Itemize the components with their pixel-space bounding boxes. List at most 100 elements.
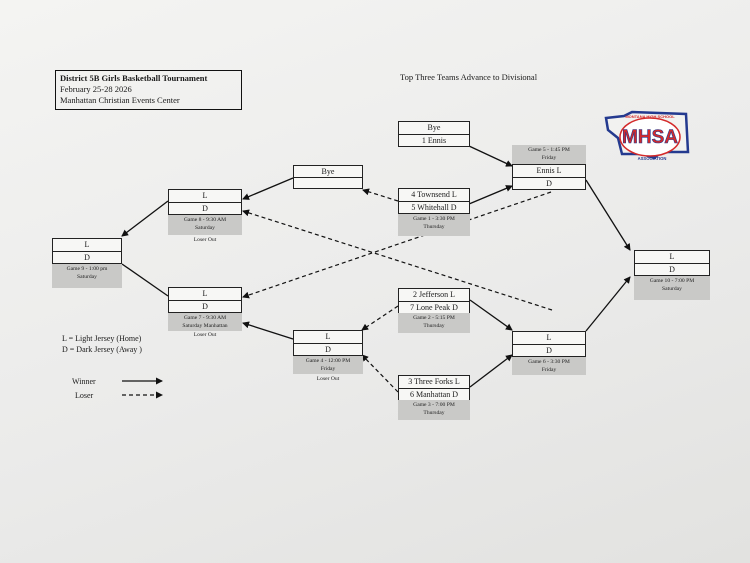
winner-line-game2-to-game6 xyxy=(469,299,513,331)
game1-info: Game 1 - 3:30 PM Thursday xyxy=(398,214,470,236)
legend-winner-label: Winner xyxy=(72,377,96,386)
game1-matchup: 4 Townsend L 5 Whitehall D xyxy=(398,188,470,214)
loser-line-game5-to-game7 xyxy=(242,191,552,299)
game4-matchup: L D xyxy=(293,330,363,356)
bye2-top-slot: Bye xyxy=(321,166,335,176)
winner-line-bye1-to-game5 xyxy=(468,145,513,167)
game4-time: Game 4 - 12:00 PM xyxy=(305,358,351,364)
game4-loser-out-note: Loser Out xyxy=(316,376,340,382)
montana-state-icon: MONTANA HIGH SCHOOL MHSA ASSOCIATION xyxy=(604,110,690,161)
game7-day: Saturday Manhattan xyxy=(182,323,228,329)
loser-line-game3-to-game4 xyxy=(361,354,399,393)
game9-day: Saturday xyxy=(77,274,97,280)
game7-time: Game 7 - 9:30 AM xyxy=(183,315,227,321)
game6-away-slot: D xyxy=(513,343,585,357)
game2-away-team: 7 Lone Peak D xyxy=(399,300,469,314)
legend-loser-label: Loser xyxy=(75,391,94,400)
bye2-matchup: Bye xyxy=(293,165,363,189)
winner-line-game4-to-game7 xyxy=(242,321,294,340)
game8-time: Game 8 - 9:30 AM xyxy=(183,217,227,223)
game9-info: Game 9 - 1:00 pm Saturday xyxy=(52,264,122,288)
tournament-title-box: District 5B Girls Basketball Tournament … xyxy=(55,70,242,110)
game2-home-team: 2 Jefferson L xyxy=(412,290,456,300)
game2-day: Thursday xyxy=(423,323,445,329)
game1-time: Game 1 - 3:30 PM xyxy=(413,216,455,222)
winner-line-game8-to-game9 xyxy=(121,200,169,237)
game6-day: Friday xyxy=(541,367,557,373)
game10-day: Saturday xyxy=(662,286,682,292)
game6-time: Game 6 - 3:30 PM xyxy=(528,359,570,365)
game7-home-slot: L xyxy=(202,289,208,299)
game4-home-slot: L xyxy=(325,332,331,342)
game8-away-slot: D xyxy=(169,201,241,215)
logo-arc-text-top: MONTANA HIGH SCHOOL xyxy=(625,114,675,119)
game3-time: Game 3 - 7:00 PM xyxy=(413,402,455,408)
winner-line-game1-to-game5 xyxy=(468,185,513,205)
loser-line-game2-to-game4 xyxy=(361,305,399,331)
game10-matchup: L D xyxy=(634,250,710,276)
game2-info: Game 2 - 5:15 PM Thursday xyxy=(398,313,470,333)
logo-arc-text-bottom: ASSOCIATION xyxy=(638,156,667,161)
tournament-title: District 5B Girls Basketball Tournament xyxy=(60,73,208,83)
game3-day: Thursday xyxy=(423,410,445,416)
game2-time: Game 2 - 5:15 PM xyxy=(413,315,455,321)
game7-matchup: L D xyxy=(168,287,242,313)
winner-line-bye2-to-game8 xyxy=(242,177,294,200)
tournament-dates: February 25-28 2026 xyxy=(60,84,132,94)
game7-loser-out-note: Loser Out xyxy=(193,332,217,338)
game10-away-slot: D xyxy=(635,262,709,276)
game1-away-team: 5 Whitehall D xyxy=(399,200,469,214)
bye1-matchup: Bye 1 Ennis xyxy=(398,121,470,147)
game8-info: Game 8 - 9:30 AM Saturday xyxy=(168,215,242,235)
game3-away-team: 6 Manhattan D xyxy=(399,387,469,401)
advance-note: Top Three Teams Advance to Divisional xyxy=(400,72,538,82)
game5-day: Friday xyxy=(541,155,557,161)
game8-home-slot: L xyxy=(202,191,208,201)
jersey-key: L = Light Jersey (Home) D = Dark Jersey … xyxy=(62,333,142,355)
winner-line-game5-to-game10 xyxy=(585,179,631,251)
game8-matchup: L D xyxy=(168,189,242,215)
game2-matchup: 2 Jefferson L 7 Lone Peak D xyxy=(398,288,470,314)
game6-home-slot: L xyxy=(546,333,552,343)
game4-info: Game 4 - 12:00 PM Friday xyxy=(293,356,363,374)
logo-wordmark: MHSA xyxy=(622,127,678,148)
mhsa-logo: MONTANA HIGH SCHOOL MHSA ASSOCIATION xyxy=(602,108,694,176)
game10-time: Game 10 - 7:00 PM xyxy=(649,278,695,284)
game5-home-team: Ennis L xyxy=(536,166,562,176)
loser-line-game1-to-bye2 xyxy=(362,188,399,202)
game5-matchup: Ennis L D xyxy=(512,164,586,190)
game5-away-slot: D xyxy=(513,176,585,190)
game8-loser-out-note: Loser Out xyxy=(193,237,217,243)
game1-home-team: 4 Townsend L xyxy=(411,190,457,200)
game3-matchup: 3 Three Forks L 6 Manhattan D xyxy=(398,375,470,401)
game4-away-slot: D xyxy=(294,342,362,356)
game9-away-slot: D xyxy=(53,250,121,264)
game5-time: Game 5 - 1:45 PM xyxy=(528,147,570,153)
winner-line-game3-to-game6 xyxy=(469,354,513,388)
bye1-bottom-slot: 1 Ennis xyxy=(399,133,469,147)
game9-home-slot: L xyxy=(84,240,90,250)
dark-jersey-key: D = Dark Jersey (Away ) xyxy=(62,345,142,354)
bye2-bottom-slot xyxy=(294,176,362,189)
game10-info: Game 10 - 7:00 PM Saturday xyxy=(634,276,710,300)
tournament-venue: Manhattan Christian Events Center xyxy=(60,95,180,105)
game8-day: Saturday xyxy=(195,225,215,231)
bye1-top-slot: Bye xyxy=(427,123,441,133)
game3-info: Game 3 - 7:00 PM Thursday xyxy=(398,400,470,420)
loser-line-game6-to-game8 xyxy=(242,209,553,311)
game5-info: Game 5 - 1:45 PM Friday xyxy=(512,145,586,164)
game9-matchup: L D xyxy=(52,238,122,264)
winner-line-game6-to-game10 xyxy=(585,276,631,332)
game7-away-slot: D xyxy=(169,299,241,313)
game6-matchup: L D xyxy=(512,331,586,357)
winner-line-game7-to-game9 xyxy=(121,263,169,297)
game10-home-slot: L xyxy=(669,252,675,262)
game4-day: Friday xyxy=(320,366,336,372)
game3-home-team: 3 Three Forks L xyxy=(408,377,460,387)
game6-info: Game 6 - 3:30 PM Friday xyxy=(512,357,586,375)
game9-time: Game 9 - 1:00 pm xyxy=(66,266,108,272)
game1-day: Thursday xyxy=(423,224,445,230)
light-jersey-key: L = Light Jersey (Home) xyxy=(62,334,142,343)
game7-info: Game 7 - 9:30 AM Saturday Manhattan xyxy=(168,313,242,331)
